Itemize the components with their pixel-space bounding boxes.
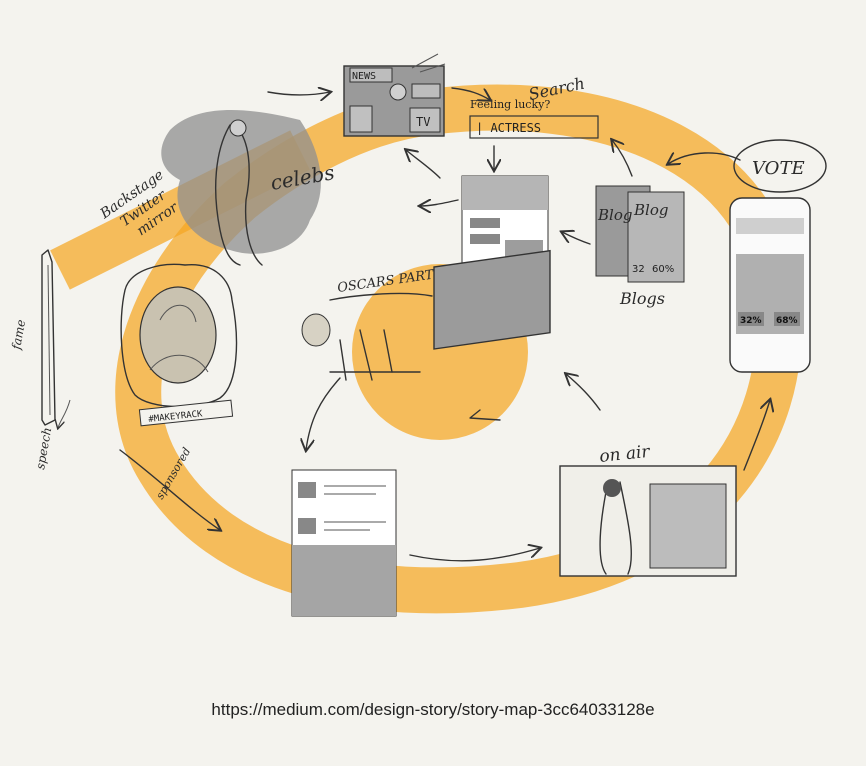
news-label: NEWS (352, 71, 376, 82)
vote-phone: VOTE 32% 68% (729, 139, 827, 373)
on-air-label: on air (598, 442, 651, 467)
on-air-screen: on air (559, 442, 737, 577)
news-tv-box: NEWS TV (343, 53, 446, 137)
svg-text:Blog: Blog (597, 206, 632, 224)
svg-text:60%: 60% (652, 264, 674, 275)
vote-label: VOTE (752, 158, 805, 179)
award-statuette: fame speech (9, 249, 71, 471)
flow-arrows (119, 88, 770, 562)
blogs-stack: Blog Blog 32 60% Blogs (595, 185, 685, 308)
svg-text:fame: fame (9, 318, 28, 351)
svg-text:32: 32 (632, 264, 645, 275)
blogs-label: Blogs (619, 289, 665, 308)
footer-url[interactable]: https://medium.com/design-story/story-ma… (211, 700, 655, 719)
tv-label: TV (416, 115, 430, 129)
svg-text:speech: speech (33, 426, 54, 470)
search-query: | ACTRESS (476, 121, 541, 135)
social-feed-mockup (291, 469, 397, 617)
svg-text:Blog: Blog (633, 201, 668, 219)
svg-text:32%: 32% (740, 316, 762, 326)
svg-text:68%: 68% (776, 316, 798, 326)
